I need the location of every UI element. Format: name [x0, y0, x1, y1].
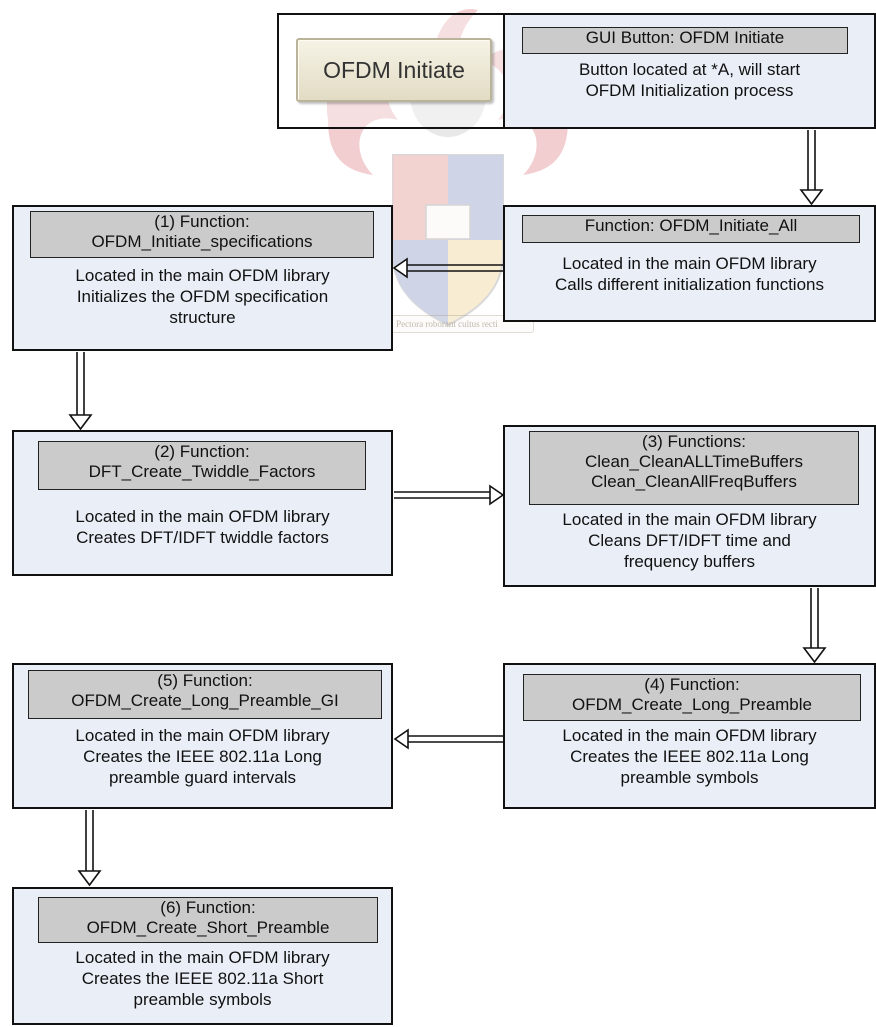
header-line: (1) Function: [154, 212, 250, 231]
function-3-header: (3) Functions: Clean_CleanALLTimeBuffers… [529, 431, 859, 505]
body-line: structure [169, 308, 236, 327]
body-line: Calls different initialization functions [555, 275, 824, 294]
arrow-down-f5-to-f6 [77, 810, 102, 887]
header-line: Clean_CleanALLTimeBuffers [585, 452, 803, 471]
function-4-box: (4) Function: OFDM_Create_Long_Preamble … [503, 663, 876, 809]
function-4-body: Located in the main OFDM library Creates… [505, 725, 874, 788]
gui-description-body: Button located at *A, will start OFDM In… [505, 59, 874, 101]
header-line: Clean_CleanAllFreqBuffers [591, 472, 797, 491]
arrow-left-f4-to-f5 [393, 728, 503, 750]
gui-description-box: GUI Button: OFDM Initiate Button located… [503, 13, 876, 129]
arrow-down-f3-to-f4 [802, 588, 827, 664]
gui-description-header: GUI Button: OFDM Initiate [522, 27, 848, 54]
function-5-body: Located in the main OFDM library Creates… [14, 725, 391, 788]
function-6-header: (6) Function: OFDM_Create_Short_Preamble [38, 897, 378, 943]
initiate-all-header: Function: OFDM_Initiate_All [522, 215, 860, 243]
arrow-right-f2-to-f3 [394, 484, 505, 506]
function-6-body: Located in the main OFDM library Creates… [14, 947, 391, 1010]
ofdm-initiate-button[interactable]: OFDM Initiate [296, 38, 492, 102]
body-line: Located in the main OFDM library [75, 948, 330, 967]
body-line: Creates the IEEE 802.11a Long [570, 747, 809, 766]
arrow-down-f1-to-f2 [68, 352, 93, 431]
header-line: OFDM_Initiate_specifications [91, 232, 313, 251]
body-line: Creates the IEEE 802.11a Long [83, 747, 322, 766]
function-5-header: (5) Function: OFDM_Create_Long_Preamble_… [28, 670, 382, 719]
body-line: Located in the main OFDM library [562, 510, 817, 529]
header-line: (3) Functions: [642, 432, 746, 451]
body-line: Located in the main OFDM library [75, 266, 330, 285]
arrow-left-initiate-all-to-f1 [392, 257, 503, 279]
function-1-body: Located in the main OFDM library Initial… [14, 265, 391, 328]
initiate-all-body: Located in the main OFDM library Calls d… [505, 253, 874, 295]
header-line: OFDM_Create_Long_Preamble [571, 695, 812, 714]
function-5-box: (5) Function: OFDM_Create_Long_Preamble_… [12, 663, 393, 809]
body-line: Button located at *A, will start [578, 60, 801, 79]
header-line: (4) Function: [644, 675, 740, 694]
function-1-box: (1) Function: OFDM_Initiate_specificatio… [12, 205, 393, 351]
body-line: Creates DFT/IDFT twiddle factors [76, 528, 329, 547]
function-1-header: (1) Function: OFDM_Initiate_specificatio… [30, 211, 374, 258]
function-4-header: (4) Function: OFDM_Create_Long_Preamble [523, 674, 861, 721]
header-line: (5) Function: [157, 671, 253, 690]
header-line: DFT_Create_Twiddle_Factors [88, 462, 316, 481]
body-line: frequency buffers [623, 552, 756, 571]
function-2-box: (2) Function: DFT_Create_Twiddle_Factors… [12, 430, 393, 576]
body-line: Located in the main OFDM library [75, 507, 330, 526]
header-line: GUI Button: OFDM Initiate [585, 28, 785, 47]
header-line: Function: OFDM_Initiate_All [584, 216, 798, 235]
header-line: (6) Function: [160, 898, 256, 917]
header-line: (2) Function: [154, 442, 250, 461]
header-line: OFDM_Create_Short_Preamble [86, 918, 330, 937]
body-line: preamble symbols [133, 990, 272, 1009]
initiate-all-box: Function: OFDM_Initiate_All Located in t… [503, 205, 876, 322]
body-line: Initializes the OFDM specification [76, 287, 329, 306]
header-line: OFDM_Create_Long_Preamble_GI [71, 691, 339, 710]
gui-button-panel: OFDM Initiate [277, 13, 505, 129]
function-6-box: (6) Function: OFDM_Create_Short_Preamble… [12, 887, 393, 1025]
body-line: preamble symbols [620, 768, 759, 787]
body-line: Located in the main OFDM library [562, 726, 817, 745]
body-line: Cleans DFT/IDFT time and [588, 531, 791, 550]
function-3-box: (3) Functions: Clean_CleanALLTimeBuffers… [503, 425, 876, 587]
body-line: Located in the main OFDM library [562, 254, 817, 273]
body-line: Located in the main OFDM library [75, 726, 330, 745]
body-line: OFDM Initialization process [585, 81, 794, 100]
function-3-body: Located in the main OFDM library Cleans … [505, 509, 874, 572]
body-line: preamble guard intervals [108, 768, 297, 787]
function-2-header: (2) Function: DFT_Create_Twiddle_Factors [38, 441, 366, 490]
function-2-body: Located in the main OFDM library Creates… [14, 506, 391, 548]
body-line: Creates the IEEE 802.11a Short [81, 969, 324, 988]
arrow-down-gui-to-initiate-all [799, 130, 824, 206]
